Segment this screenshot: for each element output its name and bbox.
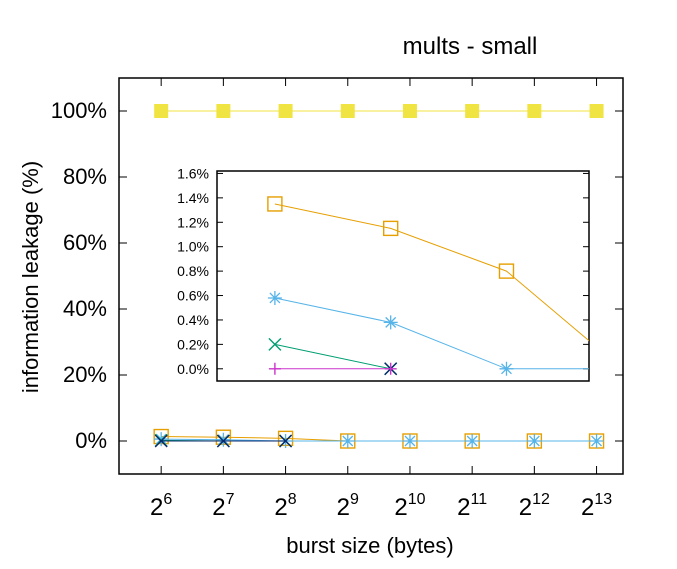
series-4-point-0: [154, 434, 168, 448]
series-4-point-2: [279, 434, 293, 448]
main-plot: 0% 20% 40% 60% 80% 100% 26 27 28 29 210 211 212 213: [51, 77, 624, 521]
inset-series-1-point-1: [383, 315, 398, 330]
series-0-point-6: [527, 104, 542, 118]
series-0-point-3: [340, 104, 355, 118]
y-tick-label-2: 40%: [63, 296, 107, 321]
y-tick-label-3: 60%: [63, 230, 107, 255]
series-0-point-7: [589, 104, 604, 118]
series-2-point-3: [340, 434, 355, 448]
inset-series-1-point-0: [267, 290, 282, 305]
series-2-point-4: [402, 434, 417, 448]
x-tick-label-0: 26: [150, 491, 172, 521]
inset-y-tick-label-3: 0.6%: [177, 288, 209, 304]
x-tick-label-2: 28: [274, 491, 296, 521]
inset-series-4-point-1: [384, 362, 397, 375]
inset-series-2-line: [274, 343, 391, 370]
inset-y-tick-label-4: 0.8%: [177, 263, 209, 279]
inset-series-0-point-2: [498, 263, 515, 279]
series-2-point-5: [465, 434, 480, 448]
series-2-point-1: [216, 432, 231, 447]
series-2-point-6: [527, 434, 542, 448]
x-tick-label-6: 212: [519, 491, 550, 521]
series-0-point-1: [216, 104, 231, 118]
series-2-line: [161, 438, 597, 442]
x-tick-label-7: 213: [581, 491, 612, 521]
inset-series-0-point-0: [267, 196, 283, 212]
series-2-point-7: [589, 434, 604, 448]
inset-series-4-point-0: [268, 362, 281, 375]
x-axis-label: burst size (bytes): [286, 533, 454, 558]
inset-y-tick-label-8: 1.6%: [177, 165, 209, 181]
inset-y-tick-label-6: 1.2%: [177, 214, 209, 230]
inset-series-2-point-0: [268, 337, 282, 351]
series-0-point-4: [402, 104, 417, 118]
main-plot-frame: [118, 77, 624, 475]
series-4-point-1: [216, 434, 230, 448]
inset-y-tick-label-7: 1.4%: [177, 190, 209, 206]
inset-plot: 0.0% 0.2% 0.4% 0.6% 0.8% 1.0% 1.2% 1.4% 1.6%: [177, 165, 590, 382]
y-tick-label-0: 0%: [75, 428, 107, 453]
chart-title: mults - small: [403, 33, 538, 60]
inset-y-tick-label-1: 0.2%: [177, 336, 209, 352]
y-tick-label-1: 20%: [63, 362, 107, 387]
series-0-point-0: [154, 104, 169, 118]
series-2-point-0: [154, 432, 169, 447]
inset-y-tick-label-2: 0.4%: [177, 312, 209, 328]
y-tick-label-4: 80%: [63, 164, 107, 189]
series-0-point-2: [278, 104, 293, 118]
x-tick-label-5: 211: [457, 491, 487, 521]
inset-series-1-point-2: [499, 361, 514, 376]
inset-series-0-point-1: [382, 220, 399, 237]
series-0-point-5: [465, 104, 480, 118]
x-tick-label-1: 27: [212, 491, 234, 521]
x-tick-label-4: 210: [394, 491, 425, 521]
inset-series-1-line: [274, 297, 589, 370]
x-tick-label-3: 29: [337, 491, 359, 521]
y-tick-label-5: 100%: [51, 98, 107, 123]
inset-series-0-line: [274, 203, 589, 342]
inset-plot-frame: [216, 170, 590, 382]
inset-y-tick-label-0: 0.0%: [177, 361, 209, 377]
inset-y-tick-label-5: 1.0%: [177, 239, 209, 255]
y-axis-label: information leakage (%): [18, 161, 43, 393]
